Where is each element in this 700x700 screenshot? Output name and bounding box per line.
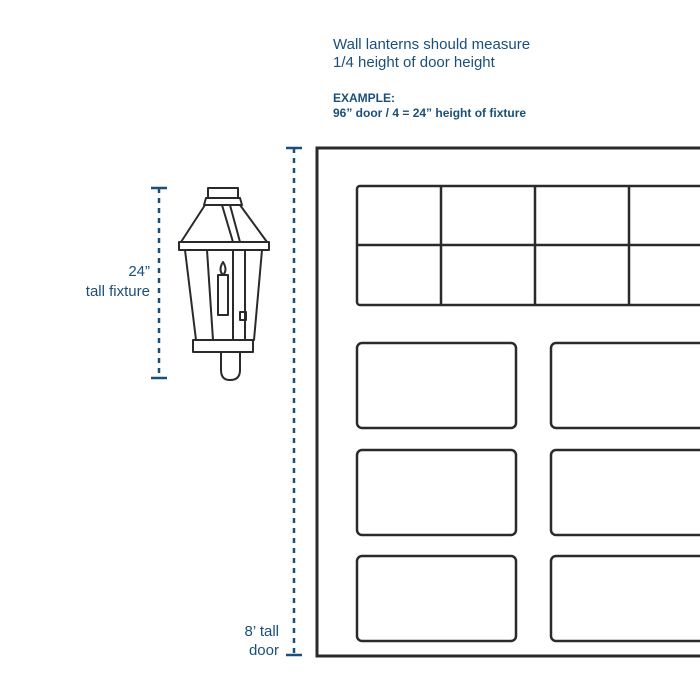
garage-door-icon [315, 146, 700, 658]
door-panels [355, 341, 700, 643]
example-label: EXAMPLE: [333, 91, 396, 105]
door-caption: door [248, 642, 279, 659]
example-formula: 96” door / 4 = 24” height of fixture [333, 106, 527, 120]
fixture-dimension-line [151, 186, 167, 380]
door-height-label: 8’ tall [244, 623, 279, 640]
window-grid [355, 184, 700, 307]
fixture-caption: tall fixture [85, 283, 150, 300]
fixture-height-label: 24” [128, 263, 150, 280]
wall-lantern-icon [178, 187, 270, 381]
door-dimension-line [286, 146, 302, 657]
heading-line-2: 1/4 height of door height [333, 54, 495, 71]
heading-line-1: Wall lanterns should measure [333, 36, 531, 53]
